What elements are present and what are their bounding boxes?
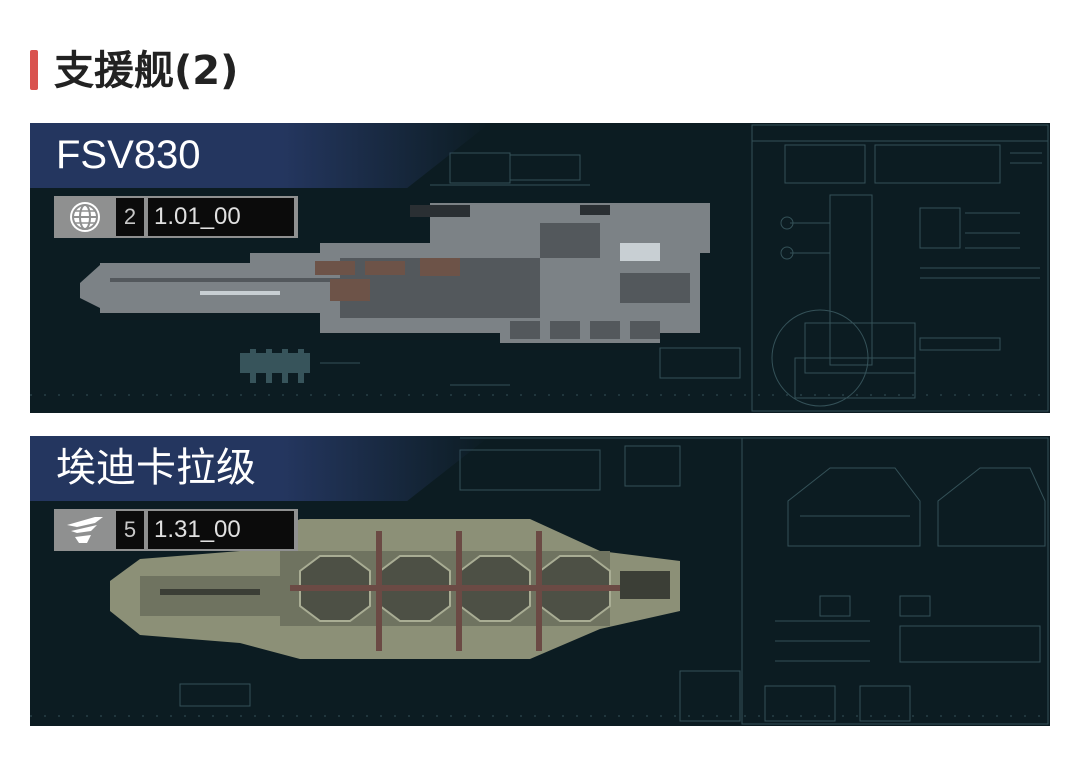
ship-count: 5 [116, 511, 144, 549]
ship-info-row: 5 1.31_00 [54, 509, 298, 551]
ship-silhouette-fsv830 [80, 203, 710, 343]
ship-card-fsv830[interactable]: FSV830 2 1.01_00 [30, 123, 1050, 413]
ship-info-row: 2 1.01_00 [54, 196, 298, 238]
ship-name-banner [30, 123, 490, 188]
ship-card-ediacaran[interactable]: 埃迪卡拉级 5 1.31_00 [30, 436, 1050, 726]
ship-name-banner [30, 436, 490, 501]
wing-faction-icon [54, 509, 116, 551]
ship-count: 2 [116, 198, 144, 236]
section-title: 支援舰(2) [54, 48, 239, 94]
ship-code: 1.01_00 [148, 198, 294, 236]
blueprint-background [30, 124, 1050, 412]
ship-name: FSV830 [56, 133, 201, 177]
blueprint-background [30, 437, 1050, 725]
ship-code: 1.31_00 [148, 511, 294, 549]
ship-silhouette-ediacaran [110, 519, 680, 659]
ship-name: 埃迪卡拉级 [56, 446, 256, 490]
section-accent-bar [30, 50, 38, 90]
globe-faction-icon [54, 196, 116, 238]
